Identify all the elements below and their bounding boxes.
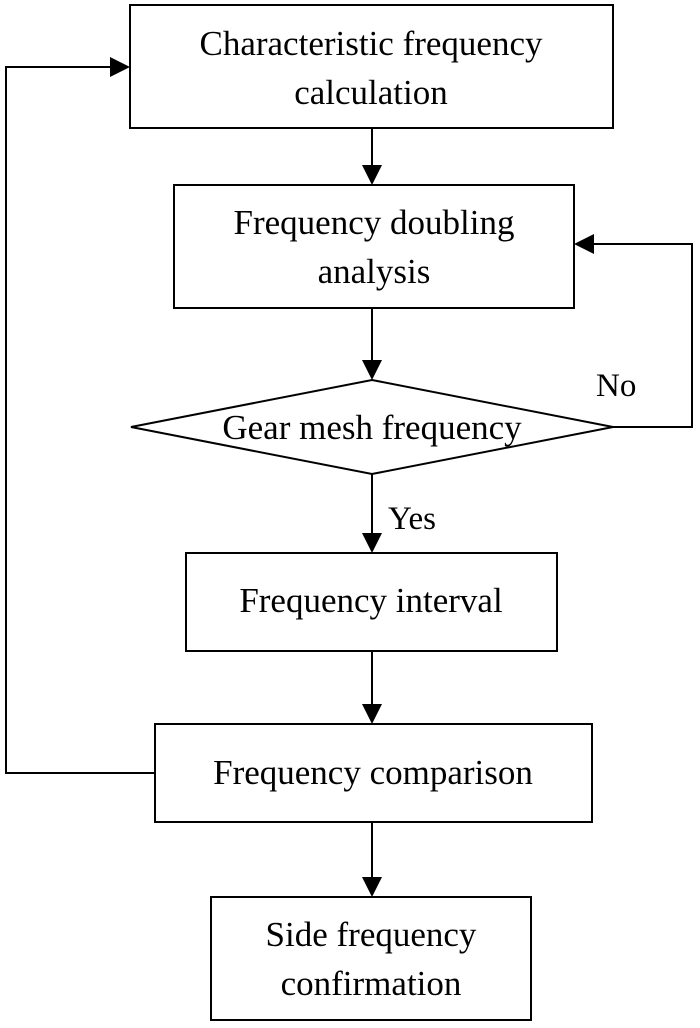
node-label: Frequency comparison <box>213 753 533 792</box>
node-label-line1: Side frequency <box>266 915 477 954</box>
decision-gear-mesh-frequency: Gear mesh frequency <box>130 378 614 476</box>
node-box <box>154 723 593 823</box>
node-frequency-comparison: Frequency comparison <box>154 723 593 823</box>
arrow-characteristic-to-doubling <box>362 128 382 185</box>
node-characteristic-frequency-calculation: Characteristic frequency calculation <box>129 4 614 129</box>
node-label-line2: confirmation <box>281 964 462 1003</box>
node-label-line1: Characteristic frequency <box>199 24 543 63</box>
edge-label-yes: Yes <box>388 501 436 537</box>
node-label-line2: calculation <box>294 73 448 112</box>
arrow-comparison-to-side <box>362 822 382 897</box>
arrow-interval-to-comparison <box>362 651 382 724</box>
node-box <box>185 552 558 652</box>
decision-label: Gear mesh frequency <box>222 408 522 447</box>
node-box <box>210 896 532 1021</box>
node-label: Frequency interval <box>239 581 503 620</box>
arrow-decision-to-interval <box>362 474 382 553</box>
arrow-decision-no-loop <box>574 234 693 428</box>
node-label-line2: analysis <box>318 252 431 291</box>
node-frequency-doubling-analysis: Frequency doubling analysis <box>173 184 575 309</box>
arrow-comparison-feedback-loop <box>5 57 155 774</box>
edge-label-no: No <box>596 368 636 404</box>
node-frequency-interval: Frequency interval <box>185 552 558 652</box>
arrow-doubling-to-decision <box>362 308 382 380</box>
node-label-line1: Frequency doubling <box>234 203 515 242</box>
node-box <box>173 184 575 309</box>
node-side-frequency-confirmation: Side frequency confirmation <box>210 896 532 1021</box>
node-box <box>129 4 614 129</box>
